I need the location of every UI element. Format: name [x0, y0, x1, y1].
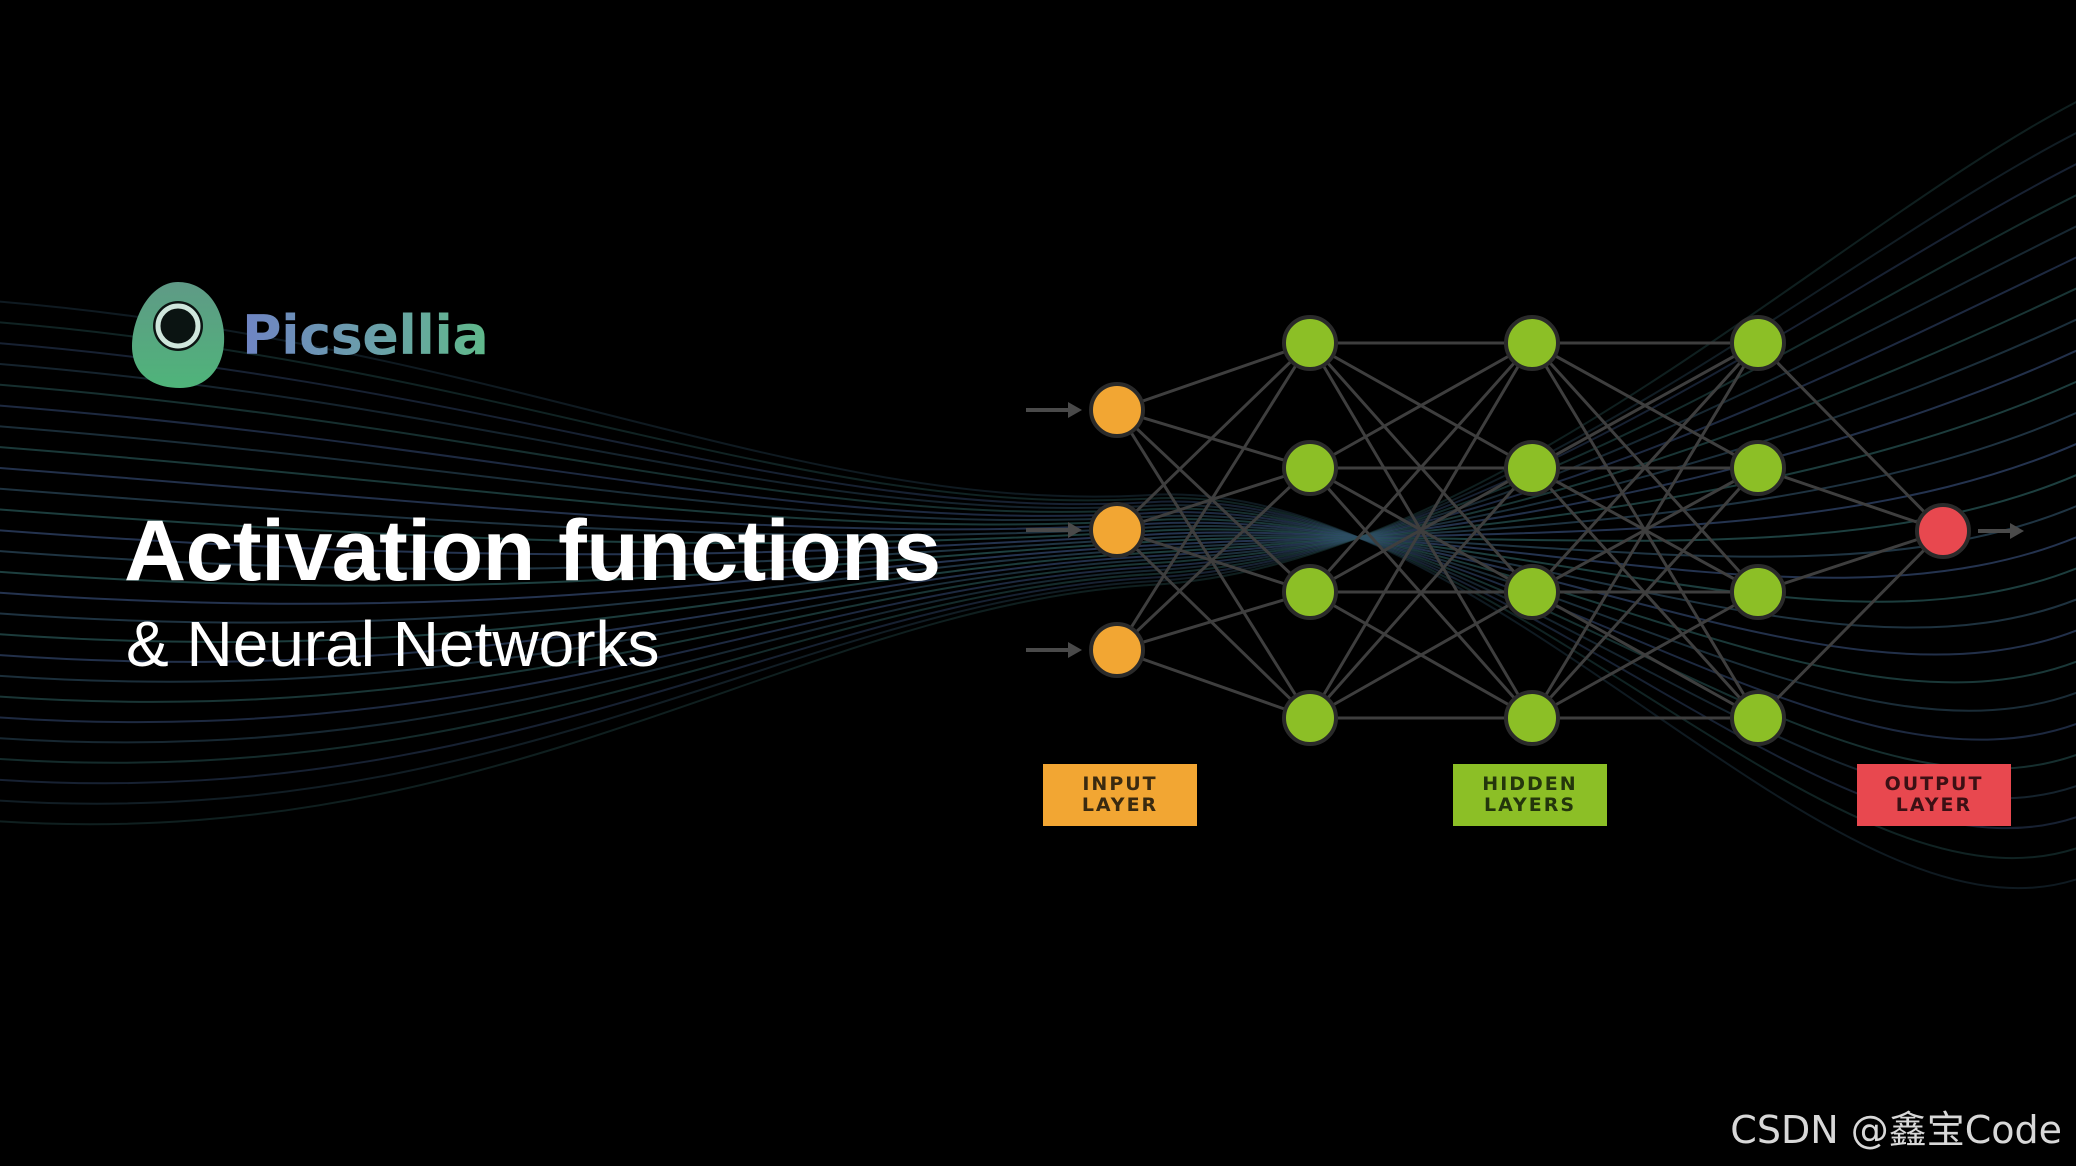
network-arrows	[1026, 402, 2024, 658]
input-layer-label: INPUT LAYER	[1043, 764, 1197, 826]
network-edge	[1530, 341, 1760, 594]
input-node	[1089, 622, 1145, 678]
hidden-node	[1282, 690, 1338, 746]
network-edge	[1308, 342, 1534, 719]
background-wave-line	[0, 425, 2076, 712]
background-wave-line	[0, 404, 2076, 741]
background-wave-line	[0, 163, 2076, 785]
background-wave-line	[0, 194, 2076, 764]
output-node	[1915, 503, 1971, 559]
hidden-node	[1730, 440, 1786, 496]
background-wave-line	[0, 487, 2076, 629]
input-node	[1089, 382, 1145, 438]
background-wave-line	[0, 256, 2076, 724]
background-wave-line	[0, 342, 2076, 830]
network-edge	[1115, 342, 1312, 651]
network-edge	[1116, 590, 1311, 652]
brand-name: Picsellia	[242, 303, 489, 367]
network-edge	[1309, 341, 1533, 470]
network-edge	[1531, 590, 1759, 720]
network-edge	[1531, 341, 1759, 470]
arrow-icon	[1978, 523, 2024, 539]
network-edge	[1116, 408, 1311, 470]
network-edge	[1530, 342, 1760, 719]
brand-logo: Picsellia	[128, 278, 489, 392]
network-edge	[1115, 341, 1312, 532]
watermark: CSDN @鑫宝Code	[1730, 1108, 2062, 1152]
network-edge	[1757, 529, 1944, 594]
background-wave-line	[0, 363, 2076, 800]
background-wave-line	[0, 380, 2076, 644]
network-edge	[1116, 648, 1311, 720]
hidden-layers-label: HIDDEN LAYERS	[1453, 764, 1607, 826]
slide-subtitle: & Neural Networks	[126, 608, 660, 680]
background-wave-line	[0, 300, 2076, 890]
picsellia-logo-icon	[132, 282, 225, 388]
hidden-node	[1282, 315, 1338, 371]
hidden-node	[1282, 564, 1338, 620]
arrow-icon	[1026, 642, 1082, 658]
hidden-node	[1504, 315, 1560, 371]
network-edge	[1530, 466, 1760, 720]
background-wave-line	[0, 132, 2076, 805]
background-wave-line	[0, 225, 2076, 744]
network-edge	[1309, 590, 1533, 720]
background-wave-line	[0, 466, 2076, 656]
background-wave-line	[0, 349, 2076, 663]
background-wave-line	[0, 100, 2076, 826]
network-edge	[1115, 409, 1312, 719]
network-edge	[1756, 529, 1945, 720]
hidden-node	[1730, 690, 1786, 746]
background-wave-line	[0, 383, 2076, 770]
hidden-node	[1730, 315, 1786, 371]
input-node	[1089, 502, 1145, 558]
hidden-node	[1504, 440, 1560, 496]
network-edge	[1115, 528, 1312, 720]
network-edge	[1308, 467, 1534, 719]
hidden-node	[1730, 564, 1786, 620]
slide-title: Activation functions	[124, 503, 941, 599]
output-layer-label: OUTPUT LAYER	[1857, 764, 2011, 826]
network-edge	[1757, 466, 1944, 533]
arrow-icon	[1026, 402, 1082, 418]
network-edge	[1115, 408, 1312, 594]
hidden-node	[1282, 440, 1338, 496]
hidden-node	[1504, 690, 1560, 746]
network-edge	[1756, 341, 1945, 533]
hidden-node	[1504, 564, 1560, 620]
network-edge	[1116, 341, 1311, 412]
network-edge	[1115, 466, 1312, 652]
arrow-icon	[1026, 522, 1082, 538]
network-edges	[1115, 341, 1945, 720]
network-nodes	[1089, 315, 1971, 746]
network-edge	[1308, 342, 1534, 593]
background-wave-line	[0, 318, 2076, 683]
